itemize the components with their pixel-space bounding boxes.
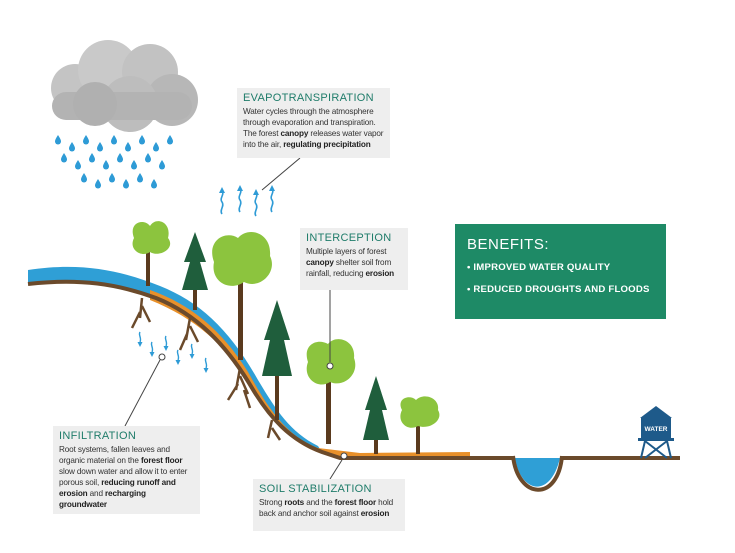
evapotranspiration-callout: EVAPOTRANSPIRATION Water cycles through … [237,88,390,158]
soil-stabilization-callout: SOIL STABILIZATION Strong roots and the … [253,479,405,531]
tree-icon [400,396,440,454]
tree-icon [212,232,272,360]
water-tower-icon: WATER [638,406,674,459]
benefits-box: BENEFITS: • IMPROVED WATER QUALITY • RED… [455,224,666,319]
soil-stabilization-title: SOIL STABILIZATION [259,483,372,495]
evapotranspiration-title: EVAPOTRANSPIRATION [243,92,374,104]
soil-line [27,279,515,460]
vapor-arrow-icon [218,184,276,217]
benefit-item: • IMPROVED WATER QUALITY [467,262,611,273]
benefit-item: • REDUCED DROUGHTS AND FLOODS [467,284,650,295]
soil-stabilization-text: Strong roots and the forest floor hold b… [259,498,394,518]
interception-text: Multiple layers of forest canopy shelter… [306,247,395,278]
callout-connectors [124,157,348,480]
infiltration-arrows [136,331,210,374]
tree-roots [130,297,282,441]
forest-floor [150,290,470,458]
infiltration-text: Root systems, fallen leaves and organic … [59,445,188,509]
pond [511,455,564,492]
pine-tree-icon [363,376,389,454]
benefits-title: BENEFITS: [467,236,550,253]
evapotranspiration-text: Water cycles through the atmosphere thro… [243,107,384,149]
interception-callout: INTERCEPTION Multiple layers of forest c… [300,228,408,290]
pine-tree-icon [182,232,208,310]
infiltration-callout: INFILTRATION Root systems, fallen leaves… [53,426,200,514]
water-tower-label: WATER [645,426,668,433]
interception-title: INTERCEPTION [306,232,392,244]
pine-tree-icon [262,300,292,420]
tree-icon [132,221,171,286]
rain-cloud-icon [51,40,198,132]
tree-icon [306,339,356,444]
rain-drops [55,135,173,189]
infiltration-title: INFILTRATION [59,430,137,442]
